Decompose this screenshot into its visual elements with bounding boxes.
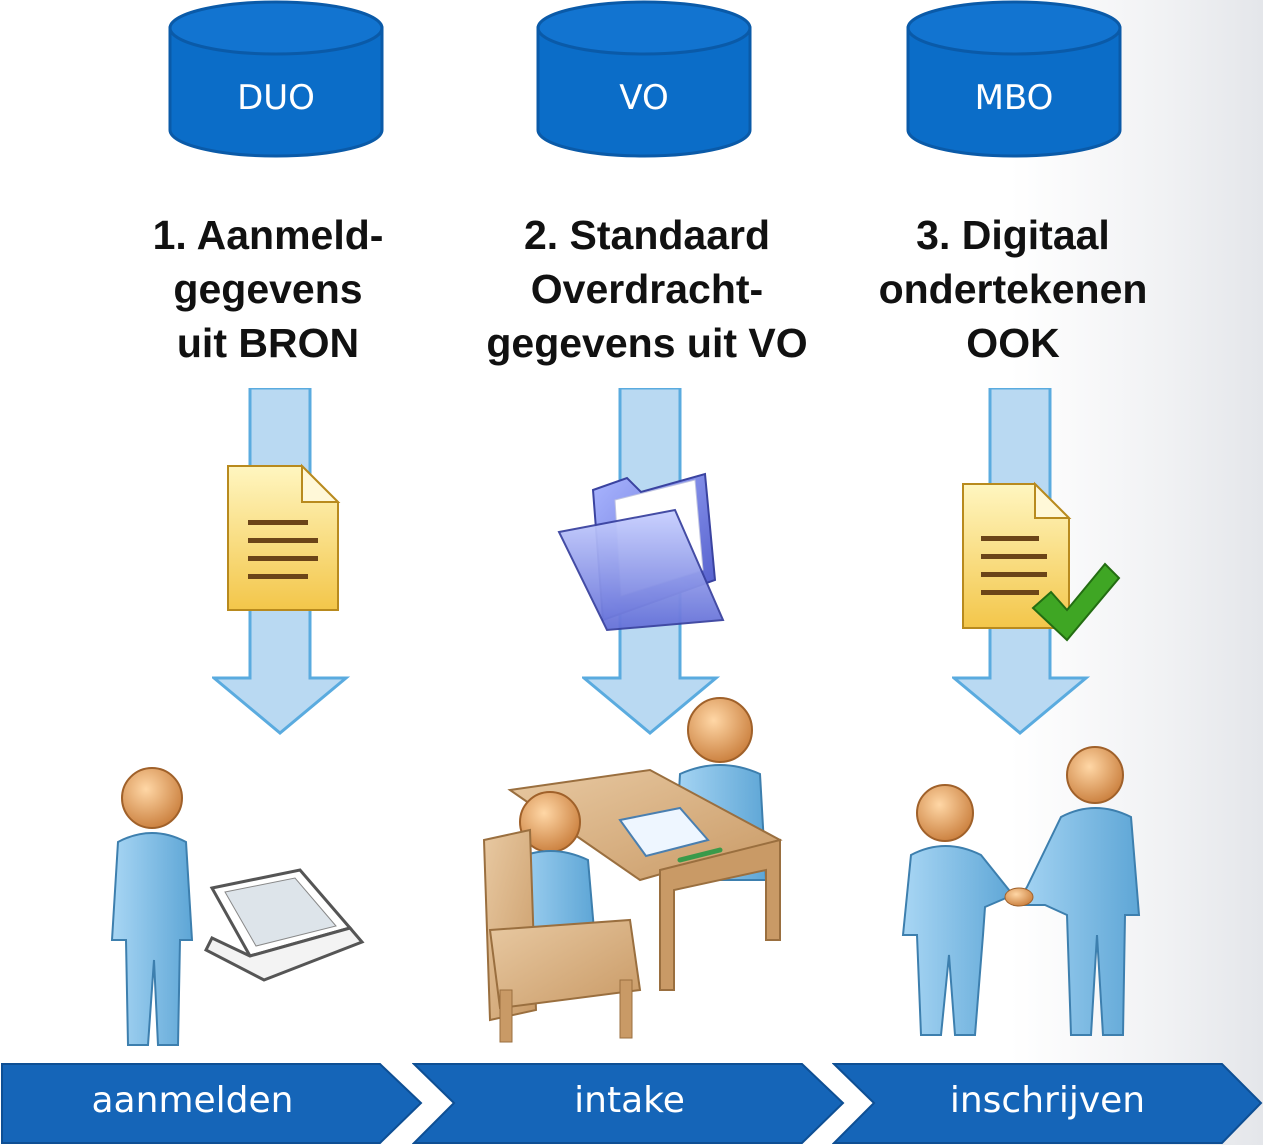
step-title-line: Overdracht- [530, 266, 764, 312]
step-title-line: uit BRON [176, 320, 360, 366]
document-icon [227, 463, 341, 611]
database-duo: DUO [168, 0, 384, 158]
database-label: VO [619, 78, 669, 118]
intake-meeting-icon [482, 697, 783, 1043]
chevron-shape [412, 1063, 845, 1144]
database-cylinder-icon [536, 0, 752, 158]
person-with-laptop-icon [110, 767, 365, 1046]
step-title-line: 1. Aanmeld- [152, 212, 384, 258]
chevron-shape [1, 1063, 423, 1144]
handshake-icon [901, 746, 1141, 1036]
step-3-title: 3. Digitaal ondertekenen OOK [848, 208, 1178, 370]
step-1-title: 1. Aanmeld- gegevens uit BRON [108, 208, 428, 370]
phase-intake: intake [412, 1062, 847, 1145]
phase-label: intake [574, 1080, 685, 1121]
step-title-line: gegevens [173, 266, 363, 312]
phase-inschrijven: inschrijven [832, 1062, 1263, 1145]
database-cylinder-icon [906, 0, 1122, 158]
database-vo: VO [536, 0, 752, 158]
phase-label: aanmelden [91, 1080, 294, 1121]
database-label: MBO [974, 78, 1054, 118]
step-title-line: 3. Digitaal [916, 212, 1110, 258]
phase-label: inschrijven [949, 1080, 1146, 1121]
chevron-shape [832, 1063, 1263, 1144]
phase-aanmelden: aanmelden [0, 1062, 425, 1145]
step-title-line: ondertekenen [878, 266, 1148, 312]
signed-document-icon [962, 481, 1121, 642]
step-2-title: 2. Standaard Overdracht- gegevens uit VO [452, 208, 842, 370]
step-title-line: gegevens uit VO [486, 320, 808, 366]
folder-icon [557, 472, 725, 632]
database-label: DUO [237, 78, 315, 118]
step-title-line: 2. Standaard [523, 212, 771, 258]
database-cylinder-icon [168, 0, 384, 158]
step-title-line: OOK [966, 320, 1060, 366]
database-mbo: MBO [906, 0, 1122, 158]
